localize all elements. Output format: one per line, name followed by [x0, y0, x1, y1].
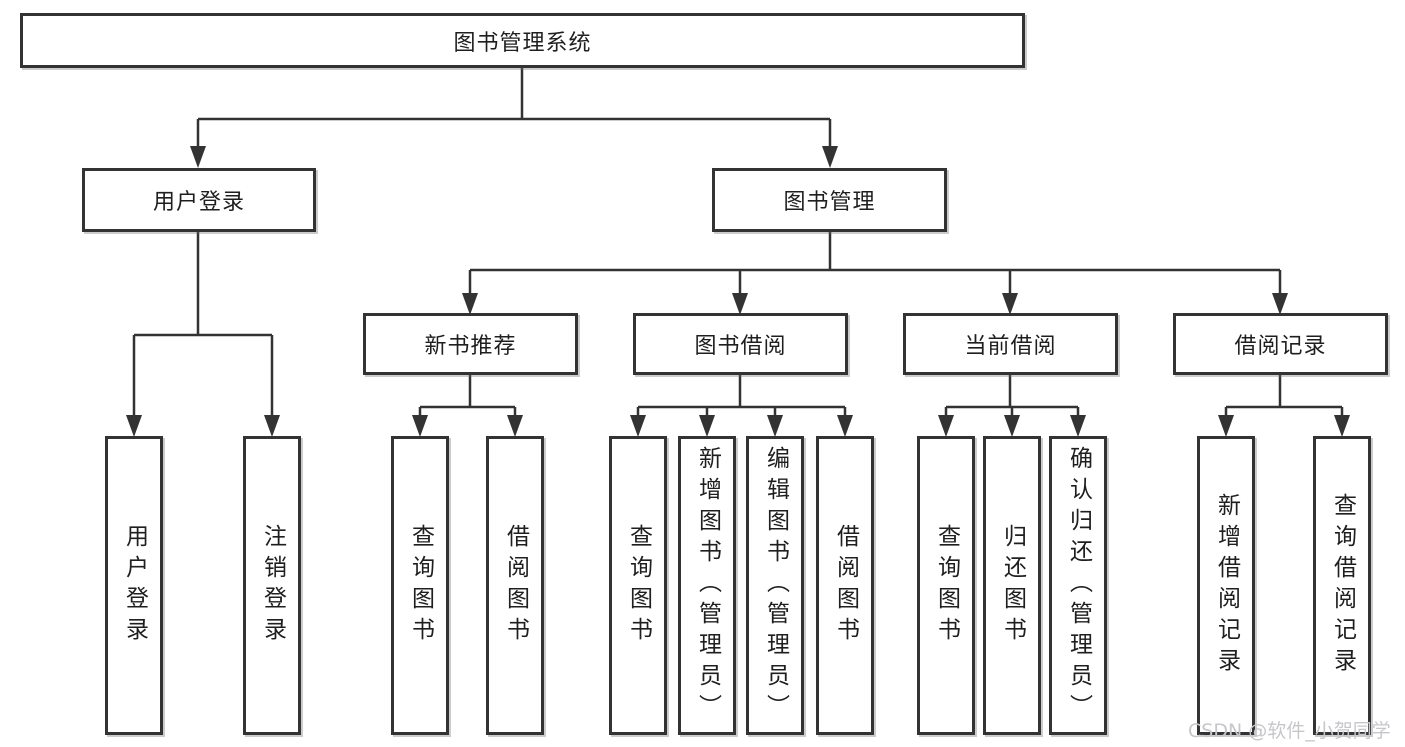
node-current-borrowing: 当前借阅	[903, 313, 1118, 375]
connector-group-book-management	[468, 232, 1282, 295]
node-label: 注销登录	[259, 523, 286, 648]
node-label: 用户登录	[152, 190, 245, 215]
node-library-management-system: 图书管理系统	[20, 13, 1025, 68]
node-book-borrowing: 图书借阅	[633, 313, 848, 375]
node-label: 查询图书	[625, 523, 652, 648]
node-borrowing-edit-books-admin: 编辑图书（管理员）	[746, 436, 804, 735]
arrowheads	[126, 146, 1350, 437]
node-label: 查询借阅记录	[1329, 492, 1356, 679]
node-borrowing-borrow-books: 借阅图书	[816, 436, 874, 735]
node-label: 查询图书	[933, 523, 960, 648]
connector-group-borrowing-records	[1224, 375, 1344, 417]
connector-group-new-book-recommendation	[418, 375, 517, 417]
node-label: 图书管理	[783, 190, 876, 215]
node-label: 归还图书	[999, 523, 1026, 648]
node-user-login-leaf: 用户登录	[105, 436, 163, 735]
connector-group-user-login	[132, 232, 274, 417]
node-borrowing-records: 借阅记录	[1173, 313, 1388, 375]
node-label: 新书推荐	[424, 334, 517, 359]
node-user-login: 用户登录	[82, 168, 316, 232]
watermark: CSDN @软件_小贺同学	[1188, 720, 1391, 742]
node-label: 借阅图书	[832, 523, 859, 648]
node-label: 当前借阅	[964, 334, 1057, 359]
node-current-return-books: 归还图书	[983, 436, 1041, 735]
node-borrowing-query-books: 查询图书	[609, 436, 667, 735]
node-new-book-recommendation: 新书推荐	[363, 313, 578, 375]
connector-group-book-borrowing	[636, 375, 847, 417]
node-label: 用户登录	[121, 523, 148, 648]
node-current-query-books: 查询图书	[917, 436, 975, 735]
node-logout-leaf: 注销登录	[243, 436, 301, 735]
node-label: 确认归还（管理员）	[1065, 446, 1092, 725]
node-recommend-query-books: 查询图书	[391, 436, 449, 735]
connector-group-current-borrowing	[944, 375, 1080, 417]
node-recommend-borrow-books: 借阅图书	[486, 436, 544, 735]
node-label: 图书管理系统	[453, 30, 592, 56]
connector-group-root	[196, 68, 832, 148]
node-label: 编辑图书（管理员）	[762, 446, 789, 725]
node-records-query-borrow-record: 查询借阅记录	[1313, 436, 1371, 735]
node-label: 查询图书	[407, 523, 434, 648]
node-label: 新增借阅记录	[1213, 492, 1240, 679]
node-label: 新增图书（管理员）	[694, 446, 721, 725]
node-label: 借阅图书	[502, 523, 529, 648]
node-borrowing-add-books-admin: 新增图书（管理员）	[678, 436, 736, 735]
node-current-confirm-return-admin: 确认归还（管理员）	[1049, 436, 1107, 735]
node-label: 图书借阅	[694, 334, 787, 359]
node-label: 借阅记录	[1234, 334, 1327, 359]
node-records-add-borrow-record: 新增借阅记录	[1197, 436, 1255, 735]
node-book-management: 图书管理	[712, 168, 947, 232]
